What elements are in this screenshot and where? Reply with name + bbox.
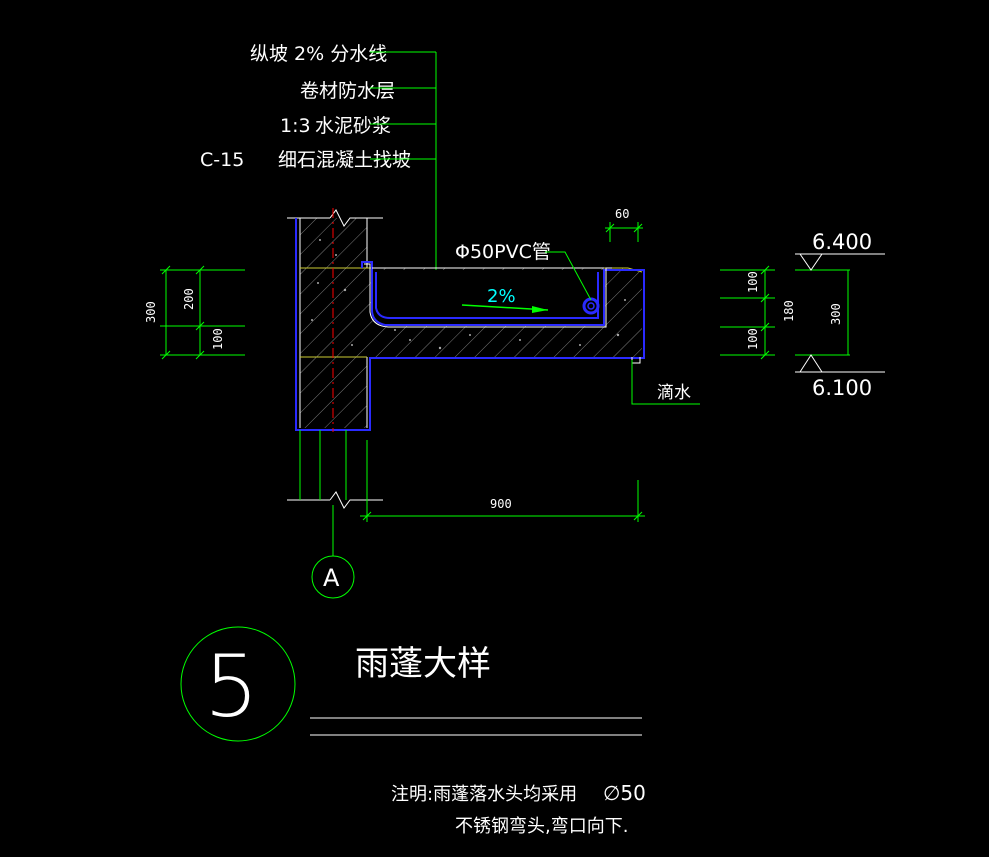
label-concrete: 细石混凝土找坡 <box>278 149 411 171</box>
elevation-top-marker <box>795 253 885 271</box>
label-membrane: 卷材防水层 <box>300 80 395 102</box>
slope-arrow <box>461 304 549 313</box>
label-mortar: 水泥砂浆 <box>315 115 391 137</box>
title-block: 5 雨蓬大样 <box>180 626 642 742</box>
slope-label: 2% <box>487 286 516 307</box>
note-line1-spec: ∅50 <box>603 781 646 805</box>
dim-right-upper: 100 <box>746 271 760 293</box>
dimensions: 300 200 100 60 900 <box>144 207 885 522</box>
canopy-section: 2% Φ50PVC管 滴水 <box>287 208 700 509</box>
elevation-bottom-marker <box>795 354 885 373</box>
dim-left-total: 300 <box>144 301 158 323</box>
note-line1-prefix: 注明:雨蓬落水头均采用 <box>391 784 577 805</box>
break-symbols <box>329 209 355 509</box>
dim-bottom-span: 900 <box>490 497 512 511</box>
title-number: 5 <box>204 637 259 737</box>
wall-lines <box>287 217 383 501</box>
dim-top-right: 60 <box>615 207 629 221</box>
label-mortar-ratio: 1:3 <box>280 115 311 137</box>
dim-right-total: 300 <box>829 303 843 325</box>
pvc-pipe-leader <box>545 251 592 301</box>
dim-right-lower: 100 <box>746 328 760 350</box>
dim-right-mid: 180 <box>782 300 796 322</box>
axis-bubble: A <box>311 505 355 599</box>
axis-label: A <box>323 564 340 592</box>
label-slope-line: 纵坡 2% 分水线 <box>250 43 387 65</box>
note-block: 注明:雨蓬落水头均采用 ∅50 不锈钢弯头,弯口向下. <box>391 781 646 837</box>
label-concrete-grade: C-15 <box>200 149 244 171</box>
dim-left-lower: 100 <box>211 328 225 350</box>
note-line2: 不锈钢弯头,弯口向下. <box>455 816 628 837</box>
elevation-top: 6.400 <box>812 230 872 254</box>
layer-annotations: 纵坡 2% 分水线 卷材防水层 1:3 水泥砂浆 C-15 细石混凝土找坡 <box>200 43 437 316</box>
membrane-line <box>364 263 612 328</box>
drip-leader <box>631 360 700 405</box>
slab-outline <box>295 218 645 431</box>
drip-label: 滴水 <box>657 383 691 403</box>
title-number-circle <box>180 626 296 742</box>
title-text: 雨蓬大样 <box>355 644 491 684</box>
dim-left-upper: 200 <box>182 288 196 310</box>
elevation-bottom: 6.100 <box>812 376 872 400</box>
aggregate-dots <box>311 239 626 350</box>
pvc-pipe-label: Φ50PVC管 <box>455 241 551 263</box>
